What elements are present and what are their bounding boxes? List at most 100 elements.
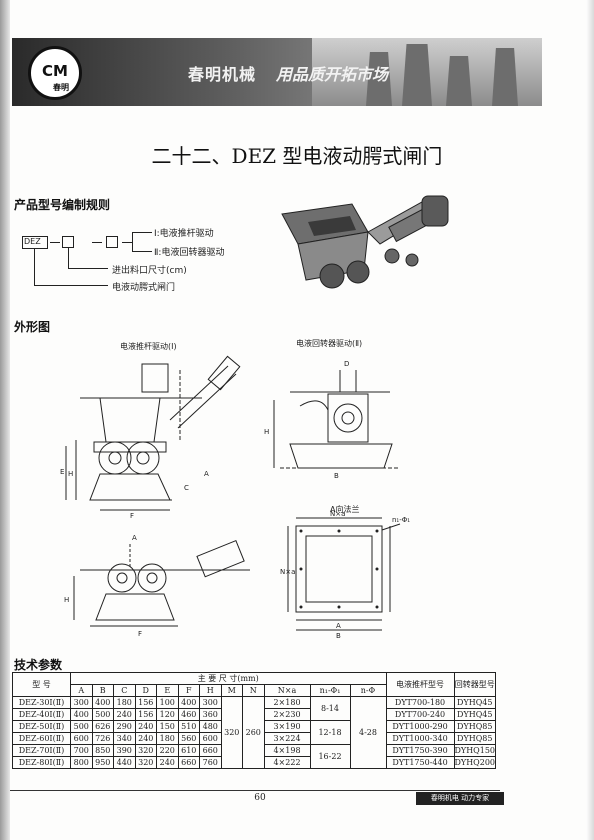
model-rule-heading: 产品型号编制规则 [14, 198, 111, 212]
cell-pusher: DYT1000-340 [385, 732, 455, 745]
cell-F: 400 [177, 696, 200, 709]
cell-C: 340 [113, 732, 136, 745]
cell-A: 600 [70, 732, 93, 745]
cell-pusher: DYT1000-290 [385, 720, 455, 733]
drawing-label-rotator: 电液回转器驱动(Ⅱ) [296, 339, 363, 348]
cell-E: 240 [156, 756, 179, 769]
table-subheader-row: A B C D E F H M N N×a n₁-Φ₁ n-Φ [13, 684, 496, 697]
cell-H: 360 [199, 708, 222, 721]
col-model: 型 号 [12, 672, 71, 697]
cell-model: DEZ-50Ⅰ(Ⅱ) [12, 720, 71, 733]
cell-rotator: DYHQ150 [453, 744, 496, 757]
size-label: 进出料口尺寸(cm) [112, 266, 187, 276]
specs-table: 型 号 主 要 尺 寸(mm) 电液推杆型号 回转器型号 A B C D E F… [12, 672, 496, 769]
svg-text:D: D [344, 360, 349, 368]
cell-B: 950 [91, 756, 114, 769]
cooling-tower-graphic [366, 52, 392, 106]
cell-F: 460 [177, 708, 200, 721]
drawing-flange: N×a N×a A B n₁-Φ₁ [280, 510, 410, 640]
cell-rotator: DYHQ200 [453, 756, 496, 769]
slogan: 用品质开拓市场 [276, 65, 389, 84]
cell-n1: 12-18 [309, 720, 351, 745]
model-option-1: Ⅰ:电液推杆驱动 [154, 229, 214, 239]
page-binding-shadow [0, 0, 10, 840]
logo-text: 春明 [53, 83, 69, 92]
page-title: 二十二、DEZ 型电液动腭式闸门 [151, 144, 443, 168]
cell-B: 626 [91, 720, 114, 733]
drawing-label-flange: A向法兰 [330, 505, 360, 514]
col-N: N [242, 684, 265, 697]
col-dims: 主 要 尺 寸(mm) [70, 672, 387, 685]
svg-text:B: B [334, 472, 339, 480]
table-row: DEZ-60Ⅰ(Ⅱ) 600 726 340 240 180 560 600 3… [12, 732, 496, 745]
svg-text:A: A [204, 470, 209, 478]
header-banner: CM 春明 春明机械 用品质开拓市场 [12, 38, 542, 106]
col-B: B [91, 684, 114, 697]
table-row: DEZ-30Ⅰ(Ⅱ) 300 400 180 156 100 400 300 3… [12, 696, 496, 769]
cell-E: 220 [156, 744, 179, 757]
cell-D: 240 [134, 732, 157, 745]
cell-C: 290 [113, 720, 136, 733]
col-nphi: n-Φ [349, 684, 387, 697]
cell-Nxa: 4×198 [263, 744, 311, 757]
svg-text:F: F [138, 630, 142, 638]
cell-Nxa: 3×190 [263, 720, 311, 733]
cell-E: 100 [156, 696, 179, 709]
col-F: F [177, 684, 200, 697]
cell-F: 560 [177, 732, 200, 745]
drawing-rotator-side: A F H [64, 534, 250, 638]
col-D: D [134, 684, 157, 697]
cell-nphi: 4-28 [349, 696, 387, 769]
footer-rule [10, 790, 500, 791]
cell-Nxa: 2×180 [263, 696, 311, 709]
svg-text:A: A [132, 534, 137, 542]
cell-n1: 8-14 [309, 696, 351, 721]
model-prefix: DEZ [24, 237, 41, 246]
cell-A: 800 [70, 756, 93, 769]
svg-text:n₁-Φ₁: n₁-Φ₁ [392, 516, 410, 524]
cell-E: 150 [156, 720, 179, 733]
drawing-label-pusher: 电液推杆驱动(Ⅰ) [120, 342, 177, 351]
cell-C: 180 [113, 696, 136, 709]
col-pusher: 电液推杆型号 [385, 672, 455, 697]
cell-H: 660 [199, 744, 222, 757]
svg-text:E: E [60, 468, 64, 476]
svg-text:H: H [68, 470, 73, 478]
svg-text:N×a: N×a [280, 568, 295, 576]
col-Nxa: N×a [263, 684, 311, 697]
cell-rotator: DYHQ45 [453, 696, 496, 709]
cell-pusher: DYT700-240 [385, 708, 455, 721]
cell-F: 660 [177, 756, 200, 769]
company-logo: CM 春明 [28, 46, 82, 100]
cell-H: 600 [199, 732, 222, 745]
cell-E: 120 [156, 708, 179, 721]
cell-M: 320 [220, 696, 243, 769]
cell-model: DEZ-70Ⅰ(Ⅱ) [12, 744, 71, 757]
cell-Nxa: 2×230 [263, 708, 311, 721]
col-n1: n₁-Φ₁ [309, 684, 351, 697]
drawings-heading: 外形图 [14, 320, 51, 334]
cell-H: 300 [199, 696, 222, 709]
cell-D: 156 [134, 708, 157, 721]
cell-Nxa: 4×222 [263, 756, 311, 769]
drawing-pusher-drive: H E F C A [60, 355, 241, 520]
cell-model: DEZ-60Ⅰ(Ⅱ) [12, 732, 71, 745]
cooling-tower-graphic [402, 44, 432, 106]
cell-pusher: DYT1750-390 [385, 744, 455, 757]
cell-F: 510 [177, 720, 200, 733]
col-E: E [156, 684, 179, 697]
cell-rotator: DYHQ85 [453, 720, 496, 733]
cell-B: 850 [91, 744, 114, 757]
cooling-tower-graphic [492, 48, 518, 106]
cell-model: DEZ-30Ⅰ(Ⅱ) [12, 696, 71, 709]
table-row: DEZ-50Ⅰ(Ⅱ) 500 626 290 240 150 510 480 3… [12, 720, 496, 745]
svg-text:N×a: N×a [330, 510, 345, 518]
cell-B: 400 [91, 696, 114, 709]
footer-badge: 春明机电 动力专家 [416, 792, 504, 805]
cell-Nxa: 3×224 [263, 732, 311, 745]
table-row: DEZ-70Ⅰ(Ⅱ) 700 850 390 320 220 610 660 4… [12, 744, 496, 769]
cell-N: 260 [242, 696, 265, 769]
cell-rotator: DYHQ85 [453, 732, 496, 745]
cell-model: DEZ-80Ⅰ(Ⅱ) [12, 756, 71, 769]
